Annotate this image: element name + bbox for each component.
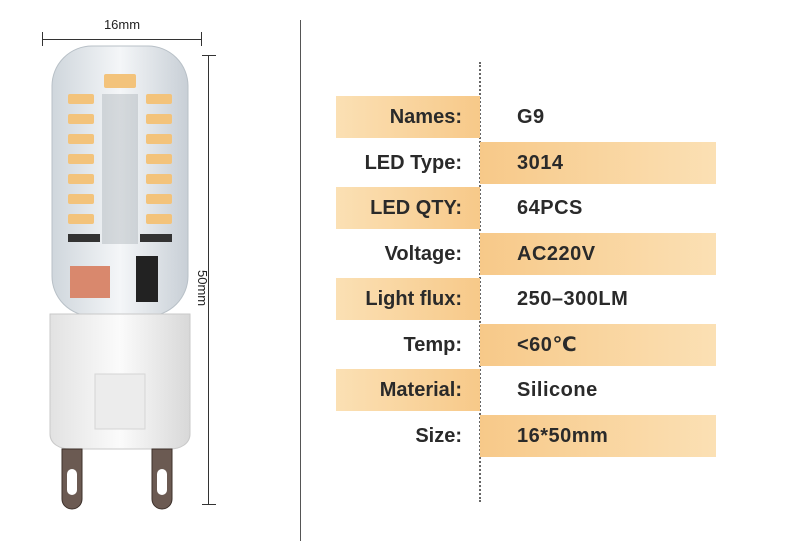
spec-value: 250–300LM [517,288,629,310]
spec-key: Names: [389,106,462,128]
width-label: 16mm [103,17,141,32]
height-dimension: 50mm [195,55,220,505]
spec-row-led-qty: LED QTY: 64PCS [336,187,716,229]
spec-value: Silicone [517,379,598,401]
spec-value: 3014 [517,151,564,174]
spec-value: 64PCS [517,197,583,219]
height-dimension-line [208,55,209,505]
spec-key: Size: [415,424,462,447]
spec-key: LED QTY: [370,197,462,219]
spec-table: Names: G9 LED Type: 3014 LED QTY: 64PCS … [336,96,716,460]
dotted-separator [479,62,481,502]
spec-key: Material: [379,379,462,401]
width-tick-left [42,32,43,46]
spec-key: Voltage: [384,242,462,265]
spec-key: Temp: [403,333,462,356]
height-label: 50mm [195,270,210,307]
spec-value: <60℃ [517,333,578,356]
spec-row-material: Material: Silicone [336,369,716,411]
height-tick-bottom [202,504,216,505]
spec-row-light-flux: Light flux: 250–300LM [336,278,716,320]
spec-row-voltage: Voltage: AC220V [336,232,716,275]
spec-key: Light flux: [365,288,462,310]
spec-key: LED Type: [364,151,462,174]
width-dimension: 16mm [42,17,202,50]
width-dimension-line [42,39,202,40]
spec-row-names: Names: G9 [336,96,716,138]
spec-row-led-type: LED Type: 3014 [336,141,716,184]
spec-row-size: Size: 16*50mm [336,414,716,457]
vertical-divider [300,20,301,541]
spec-value: G9 [517,106,545,128]
spec-value: 16*50mm [517,424,609,447]
width-tick-right [201,32,202,46]
height-tick-top [202,55,216,56]
g9-led-bulb-image [49,45,191,510]
spec-value: AC220V [517,242,596,265]
spec-row-temp: Temp: <60℃ [336,323,716,366]
